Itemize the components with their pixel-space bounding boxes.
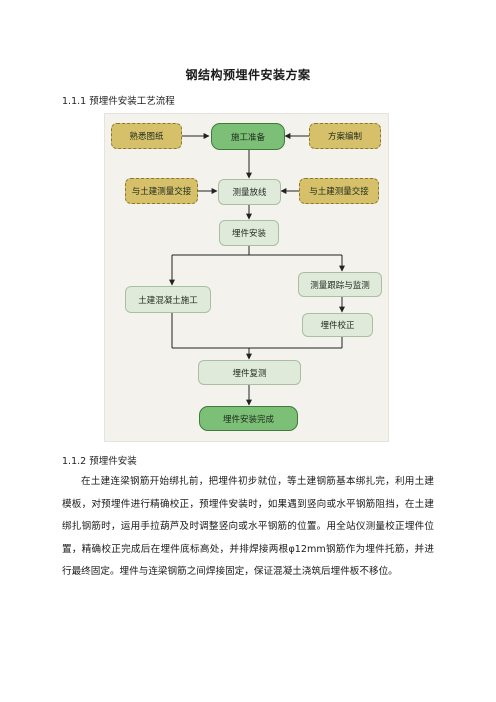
body-paragraph: 在土建连梁钢筋开始绑扎前，把埋件初步就位，等土建钢筋基本绑扎完，利用土建模板，对…	[62, 476, 434, 577]
step-construction-prep: 施工准备	[211, 123, 285, 150]
step-handover-left: 与土建测量交接	[125, 178, 198, 204]
step-plan-preparation: 方案编制	[309, 123, 381, 149]
section-heading-install: 1.1.2 预埋件安装	[62, 456, 137, 467]
flowchart: 熟悉图纸 施工准备 方案编制 与土建测量交接 测量放线 与土建测量交接 埋件安装…	[104, 113, 389, 442]
step-embed-correction: 埋件校正	[302, 313, 373, 337]
step-familiar-drawings: 熟悉图纸	[111, 123, 182, 149]
step-survey-layout: 测量放线	[218, 179, 281, 205]
step-embed-install: 埋件安装	[219, 220, 279, 246]
step-embed-recheck: 埋件复测	[198, 360, 301, 385]
step-handover-right: 与土建测量交接	[299, 178, 379, 204]
step-concrete-work: 土建混凝土施工	[125, 286, 211, 313]
step-survey-tracking: 测量跟踪与监测	[298, 272, 382, 297]
step-install-complete: 埋件安装完成	[199, 406, 298, 431]
section-heading-process: 1.1.1 预埋件安装工艺流程	[62, 96, 175, 107]
flowchart-connectors	[169, 133, 345, 406]
document-title: 钢结构预埋件安装方案	[185, 68, 311, 82]
